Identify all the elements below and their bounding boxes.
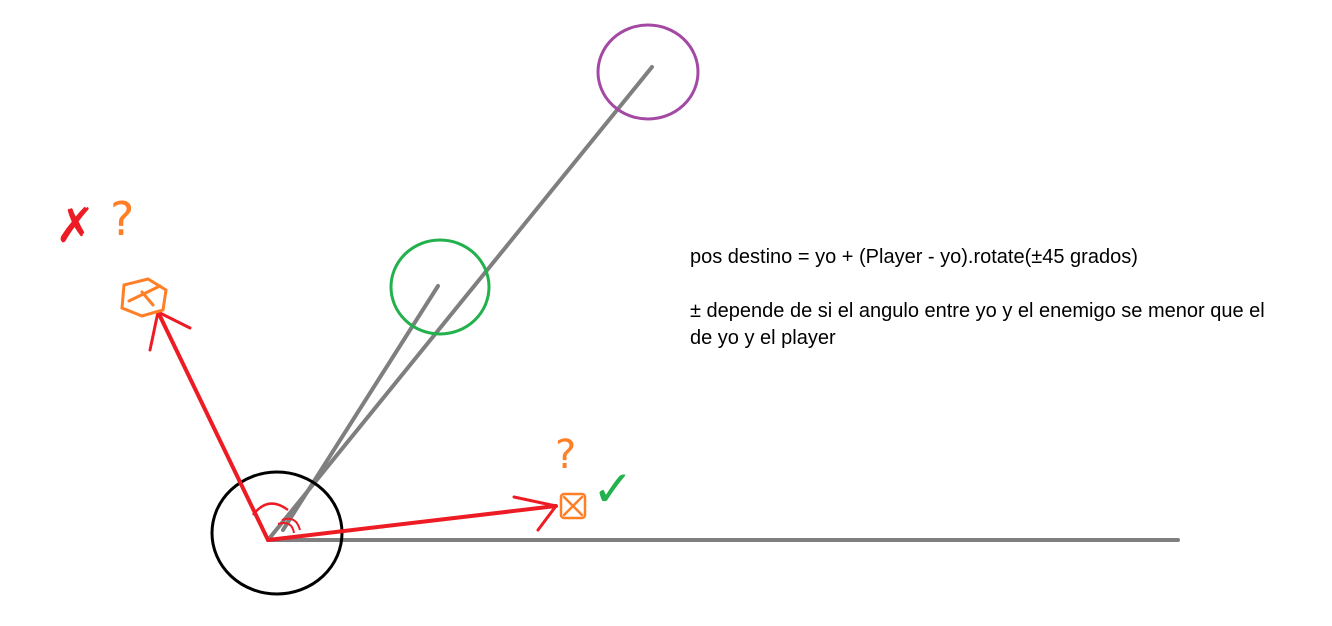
question-mark-right: ? bbox=[555, 432, 576, 478]
formula-note: pos destino = yo + (Player - yo).rotate(… bbox=[690, 246, 1138, 268]
vector-right-arrowhead bbox=[512, 495, 558, 532]
target-left bbox=[120, 277, 168, 318]
target-right bbox=[559, 492, 587, 520]
player-circle bbox=[596, 23, 700, 121]
line-to-enemy bbox=[281, 284, 440, 532]
enemy-circle bbox=[389, 238, 491, 336]
angle-arc-left bbox=[252, 502, 289, 516]
angle-arc-right bbox=[277, 517, 301, 534]
vector-left bbox=[156, 310, 270, 542]
vector-right bbox=[266, 504, 558, 542]
explanation-note: ± depende de si el angulo entre yo y el … bbox=[690, 300, 1265, 349]
line-to-player bbox=[266, 65, 654, 542]
vector-left-arrowhead bbox=[148, 310, 192, 352]
check-mark: ✓ bbox=[592, 460, 634, 518]
question-mark-left: ? bbox=[110, 192, 134, 246]
wrong-cross: ✗ bbox=[55, 198, 95, 254]
